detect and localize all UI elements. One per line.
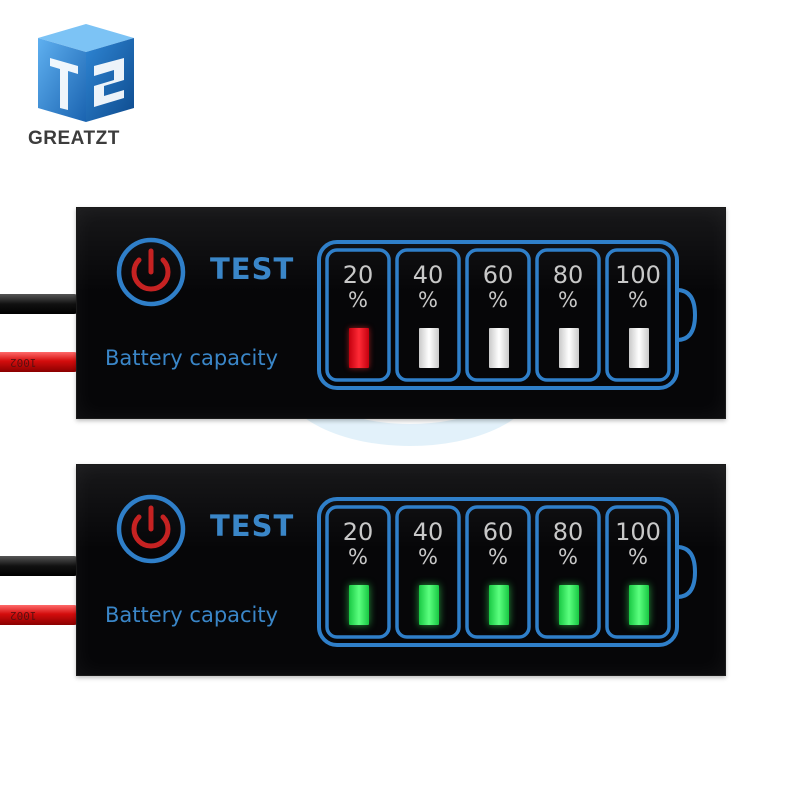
cell-unit: % xyxy=(348,545,368,569)
cell-80: 80 % xyxy=(537,507,599,633)
black-wire xyxy=(0,556,80,576)
cell-led xyxy=(489,328,509,368)
cell-led xyxy=(489,585,509,625)
battery-capacity-label: Battery capacity xyxy=(105,603,279,627)
battery-indicator-module-discharged: TEST Battery capacity 20 % 40 % 60 % xyxy=(76,207,726,419)
cell-40: 40 % xyxy=(397,250,459,376)
cell-unit: % xyxy=(488,545,508,569)
cell-unit: % xyxy=(558,545,578,569)
cell-60: 60 % xyxy=(467,250,529,376)
cell-unit: % xyxy=(628,288,648,312)
cell-unit: % xyxy=(418,545,438,569)
red-wire xyxy=(0,605,80,625)
cell-led xyxy=(629,585,649,625)
cell-value: 60 xyxy=(482,261,514,289)
power-icon xyxy=(116,237,186,307)
cell-unit: % xyxy=(628,545,648,569)
cell-led xyxy=(349,585,369,625)
battery-indicator-module-charged: TEST Battery capacity 20 % 40 % 60 % xyxy=(76,464,726,676)
cell-led xyxy=(419,585,439,625)
test-label: TEST xyxy=(210,252,295,286)
cell-20: 20 % xyxy=(327,250,389,376)
wire-print: 1002 xyxy=(10,609,37,622)
cell-value: 20 xyxy=(342,518,374,546)
cell-value: 100 xyxy=(615,261,661,289)
tz-cube-logo-icon xyxy=(38,24,134,122)
cell-unit: % xyxy=(558,288,578,312)
cell-value: 20 xyxy=(342,261,374,289)
cell-led xyxy=(559,585,579,625)
cell-value: 40 xyxy=(412,261,444,289)
battery-gauge: 20 % 40 % 60 % 80 % 100 % xyxy=(317,240,701,390)
red-wire xyxy=(0,352,80,372)
cell-led xyxy=(419,328,439,368)
test-label: TEST xyxy=(210,509,295,543)
cell-60: 60 % xyxy=(467,507,529,633)
power-icon xyxy=(116,494,186,564)
cell-value: 80 xyxy=(552,261,584,289)
cell-40: 40 % xyxy=(397,507,459,633)
cell-led xyxy=(629,328,649,368)
cell-led xyxy=(559,328,579,368)
battery-gauge: 20 % 40 % 60 % 80 % 100 % xyxy=(317,497,701,647)
black-wire xyxy=(0,294,80,314)
brand-name: GREATZT xyxy=(28,128,120,149)
wire-print: 1002 xyxy=(10,356,37,369)
cell-100: 100 % xyxy=(607,250,669,376)
cell-led xyxy=(349,328,369,368)
cell-value: 60 xyxy=(482,518,514,546)
cell-value: 40 xyxy=(412,518,444,546)
battery-outline-icon xyxy=(317,240,698,390)
cell-100: 100 % xyxy=(607,507,669,633)
battery-outline-icon xyxy=(317,497,698,647)
cell-value: 100 xyxy=(615,518,661,546)
cell-value: 80 xyxy=(552,518,584,546)
cell-unit: % xyxy=(348,288,368,312)
cell-unit: % xyxy=(418,288,438,312)
cell-unit: % xyxy=(488,288,508,312)
cell-80: 80 % xyxy=(537,250,599,376)
cell-20: 20 % xyxy=(327,507,389,633)
battery-capacity-label: Battery capacity xyxy=(105,346,279,370)
